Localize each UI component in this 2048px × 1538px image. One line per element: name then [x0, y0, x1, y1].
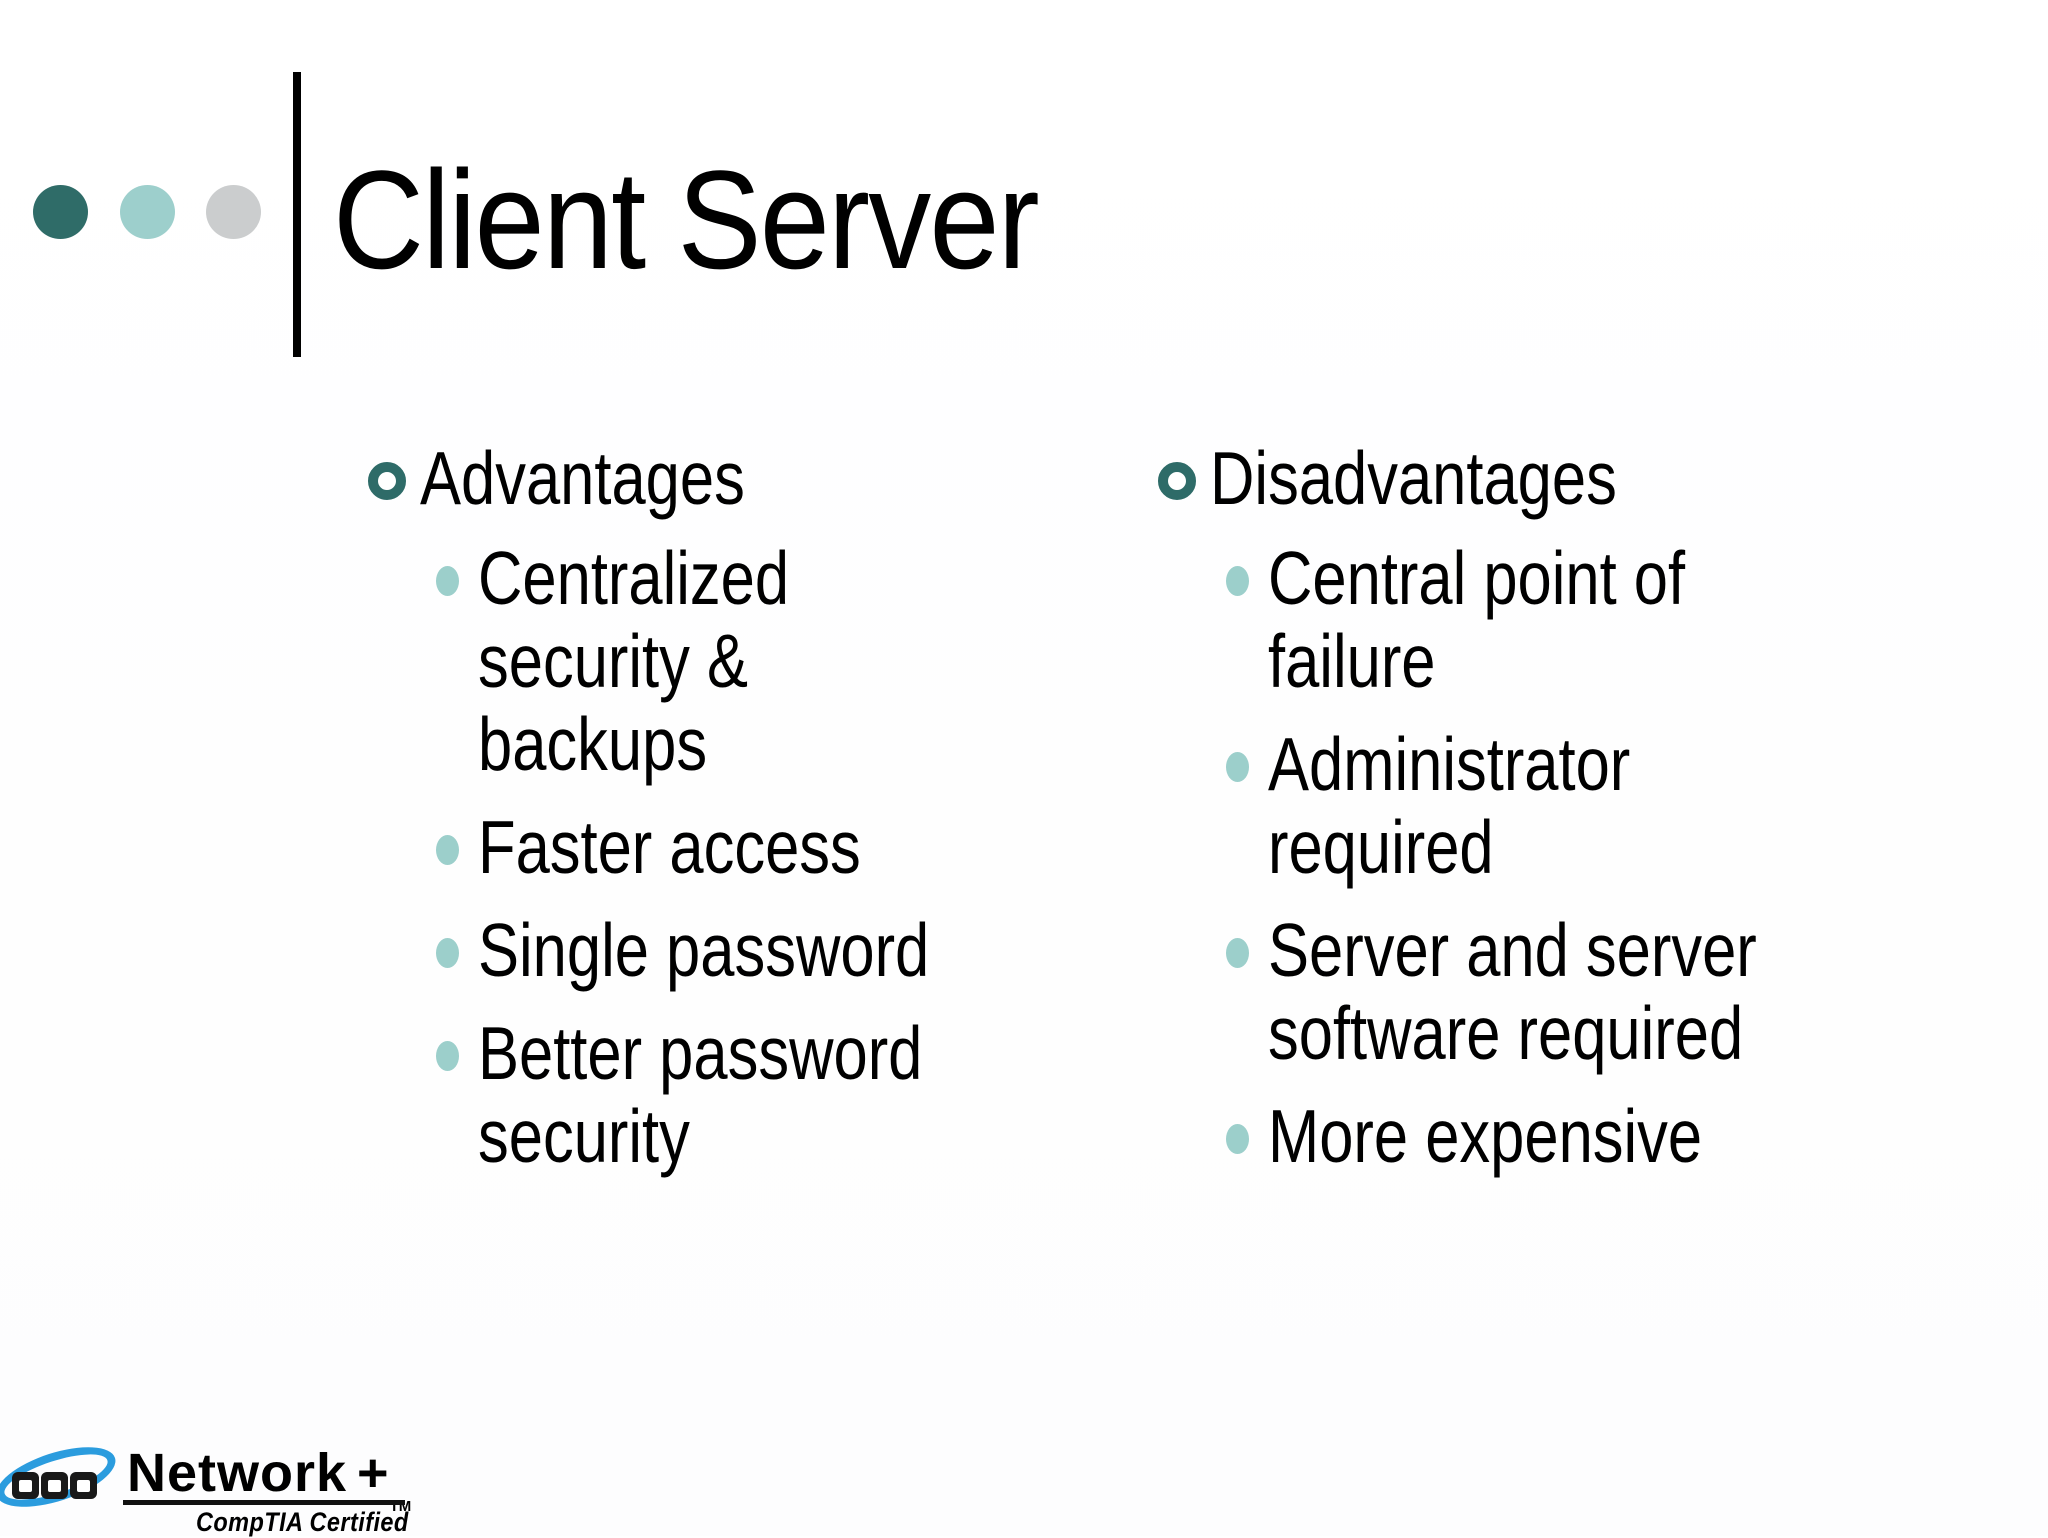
title-divider-line	[293, 72, 301, 357]
bullet-text: Central point of failure	[1268, 536, 1686, 703]
logo-brand-name: Network	[127, 1443, 348, 1503]
bullet-row-level2: More expensive	[1150, 1095, 2048, 1178]
logo-node-icon	[70, 1472, 97, 1499]
bullet-row-level2: Single password	[360, 909, 1260, 992]
dot-bullet-icon	[1226, 752, 1249, 782]
column-heading: Disadvantages	[1210, 436, 1617, 520]
dot-bullet-icon	[436, 566, 459, 596]
logo-underline	[123, 1500, 405, 1505]
logo-node-hole	[77, 1479, 90, 1492]
decorative-dot-dark-teal	[33, 185, 88, 239]
bullet-row-level1: Disadvantages	[1150, 437, 2048, 520]
logo-node-icon	[41, 1472, 68, 1499]
bullet-text: Single password	[478, 908, 930, 992]
ring-bullet-icon	[368, 462, 406, 500]
bullet-row-level2: Administrator required	[1150, 723, 2048, 889]
logo-plus-sign: +	[357, 1443, 390, 1503]
slide-title: Client Server	[333, 141, 1040, 298]
logo-node-hole	[48, 1479, 61, 1492]
logo-node-icon	[12, 1472, 39, 1499]
column-heading: Advantages	[420, 436, 745, 520]
dot-bullet-icon	[1226, 566, 1249, 596]
bullet-text: Faster access	[478, 805, 861, 889]
logo-tagline: CompTIA Certified	[196, 1507, 409, 1537]
dot-bullet-icon	[436, 1041, 459, 1071]
bullet-text: More expensive	[1268, 1094, 1703, 1178]
bullet-row-level1: Advantages	[360, 437, 1260, 520]
network-plus-logo: Network+TM CompTIA Certified	[0, 1435, 430, 1537]
dot-bullet-icon	[436, 938, 459, 968]
bullet-text: Administrator required	[1268, 722, 1631, 889]
decorative-dot-light-teal	[120, 185, 175, 239]
bullet-row-level2: Server and server software required	[1150, 909, 2048, 1075]
bullet-text: Centralized security & backups	[478, 536, 790, 786]
dot-bullet-icon	[436, 835, 459, 865]
logo-brand-text: Network+TM	[127, 1442, 411, 1515]
bullet-row-level2: Better password security	[360, 1012, 1260, 1178]
bullet-text: Server and server software required	[1268, 908, 1757, 1075]
bullet-text: Better password security	[478, 1011, 923, 1178]
logo-node-hole	[19, 1479, 32, 1492]
dot-bullet-icon	[1226, 1124, 1249, 1154]
ring-bullet-icon	[1158, 462, 1196, 500]
bullet-row-level2: Faster access	[360, 806, 1260, 889]
bullet-row-level2: Central point of failure	[1150, 537, 2048, 703]
decorative-dot-gray	[206, 185, 261, 239]
bullet-row-level2: Centralized security & backups	[360, 537, 1260, 786]
dot-bullet-icon	[1226, 938, 1249, 968]
